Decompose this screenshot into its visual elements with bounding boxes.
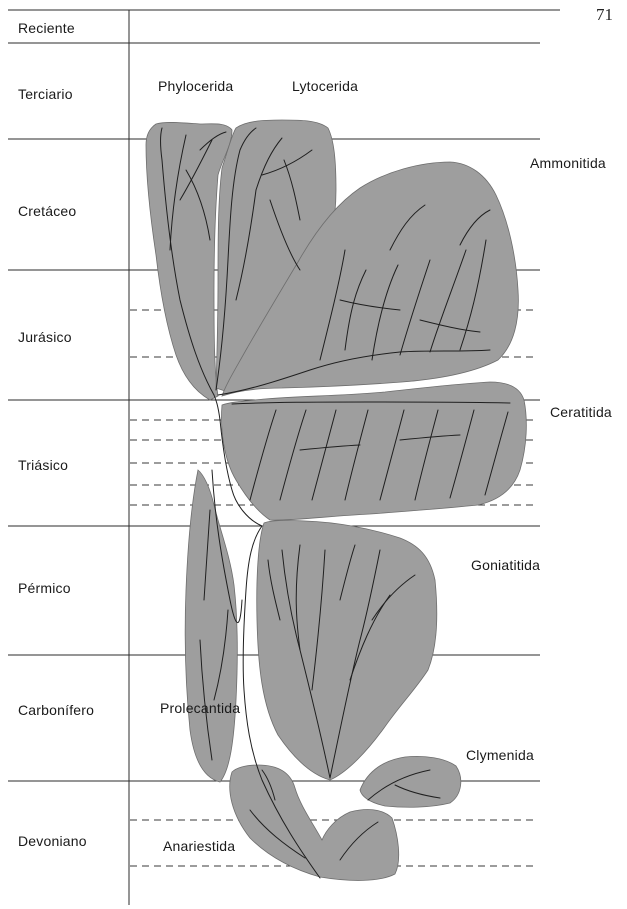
period-labels: Reciente Terciario Cretáceo Jurásico Tri… xyxy=(18,20,94,849)
period-label-devoniano: Devoniano xyxy=(18,833,87,849)
period-label-permico: Pérmico xyxy=(18,580,71,596)
prolecantida-clade xyxy=(185,470,237,782)
group-label-prolecantida: Prolecantida xyxy=(160,700,240,716)
group-label-ceratitida: Ceratitida xyxy=(550,404,612,420)
clymenida-clade xyxy=(360,756,461,807)
group-label-lytocerida: Lytocerida xyxy=(292,78,358,94)
clade-shapes xyxy=(146,120,526,880)
period-label-cretaceo: Cretáceo xyxy=(18,203,76,219)
period-label-reciente: Reciente xyxy=(18,20,75,36)
period-label-triasico: Triásico xyxy=(18,457,68,473)
period-label-terciario: Terciario xyxy=(18,86,73,102)
page-number: 71 xyxy=(596,5,613,24)
group-label-clymenida: Clymenida xyxy=(466,747,534,763)
group-label-phylocerida: Phylocerida xyxy=(158,78,233,94)
period-label-jurasico: Jurásico xyxy=(18,329,72,345)
period-label-carbonifero: Carbonífero xyxy=(18,702,94,718)
group-label-goniatitida: Goniatitida xyxy=(471,557,540,573)
goniatitida-clade xyxy=(257,520,437,780)
group-label-anariestida: Anariestida xyxy=(163,838,235,854)
group-label-ammonitida: Ammonitida xyxy=(530,155,606,171)
